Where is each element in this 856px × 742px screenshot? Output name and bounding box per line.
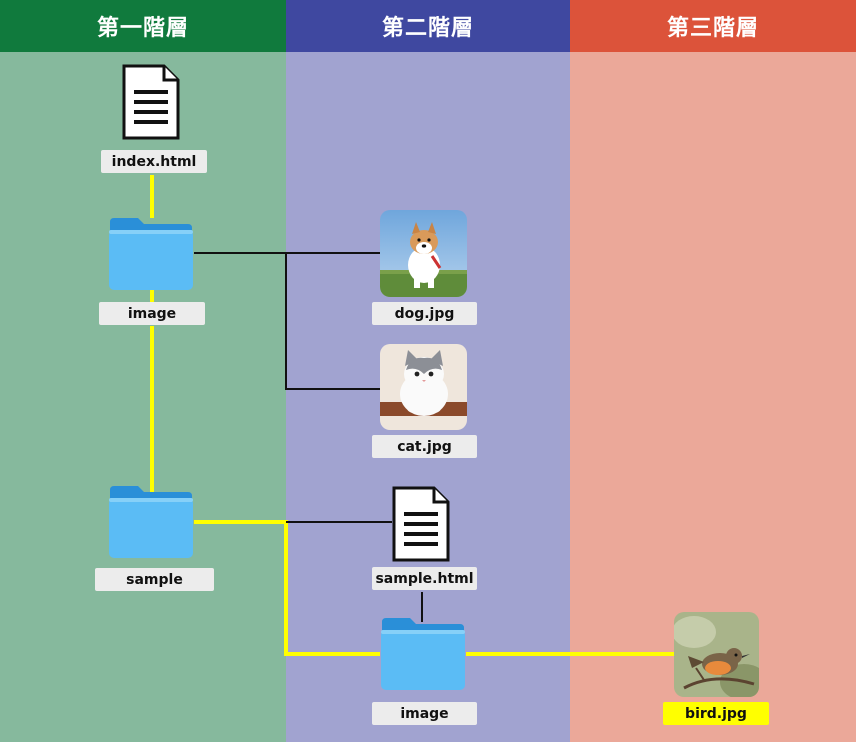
folder-label-sample[interactable]: sample [95,568,214,591]
dog-photo[interactable] [380,210,467,297]
document-icon[interactable] [122,64,180,140]
bird-photo[interactable] [674,612,759,697]
folder-icon[interactable] [108,216,194,291]
file-label-sample-html[interactable]: sample.html [372,567,477,590]
file-label-dog[interactable]: dog.jpg [372,302,477,325]
folder-label-image-1[interactable]: image [99,302,205,325]
file-label-bird[interactable]: bird.jpg [663,702,769,725]
column-header-second: 第二階層 [286,0,570,52]
folder-icon[interactable] [108,484,194,559]
document-icon[interactable] [392,486,450,562]
file-label-index-html[interactable]: index.html [101,150,207,173]
folder-icon[interactable] [380,616,466,691]
cat-photo[interactable] [380,344,467,430]
column-header-first: 第一階層 [0,0,286,52]
column-header-third: 第三階層 [570,0,856,52]
folder-label-image-2[interactable]: image [372,702,477,725]
file-label-cat[interactable]: cat.jpg [372,435,477,458]
